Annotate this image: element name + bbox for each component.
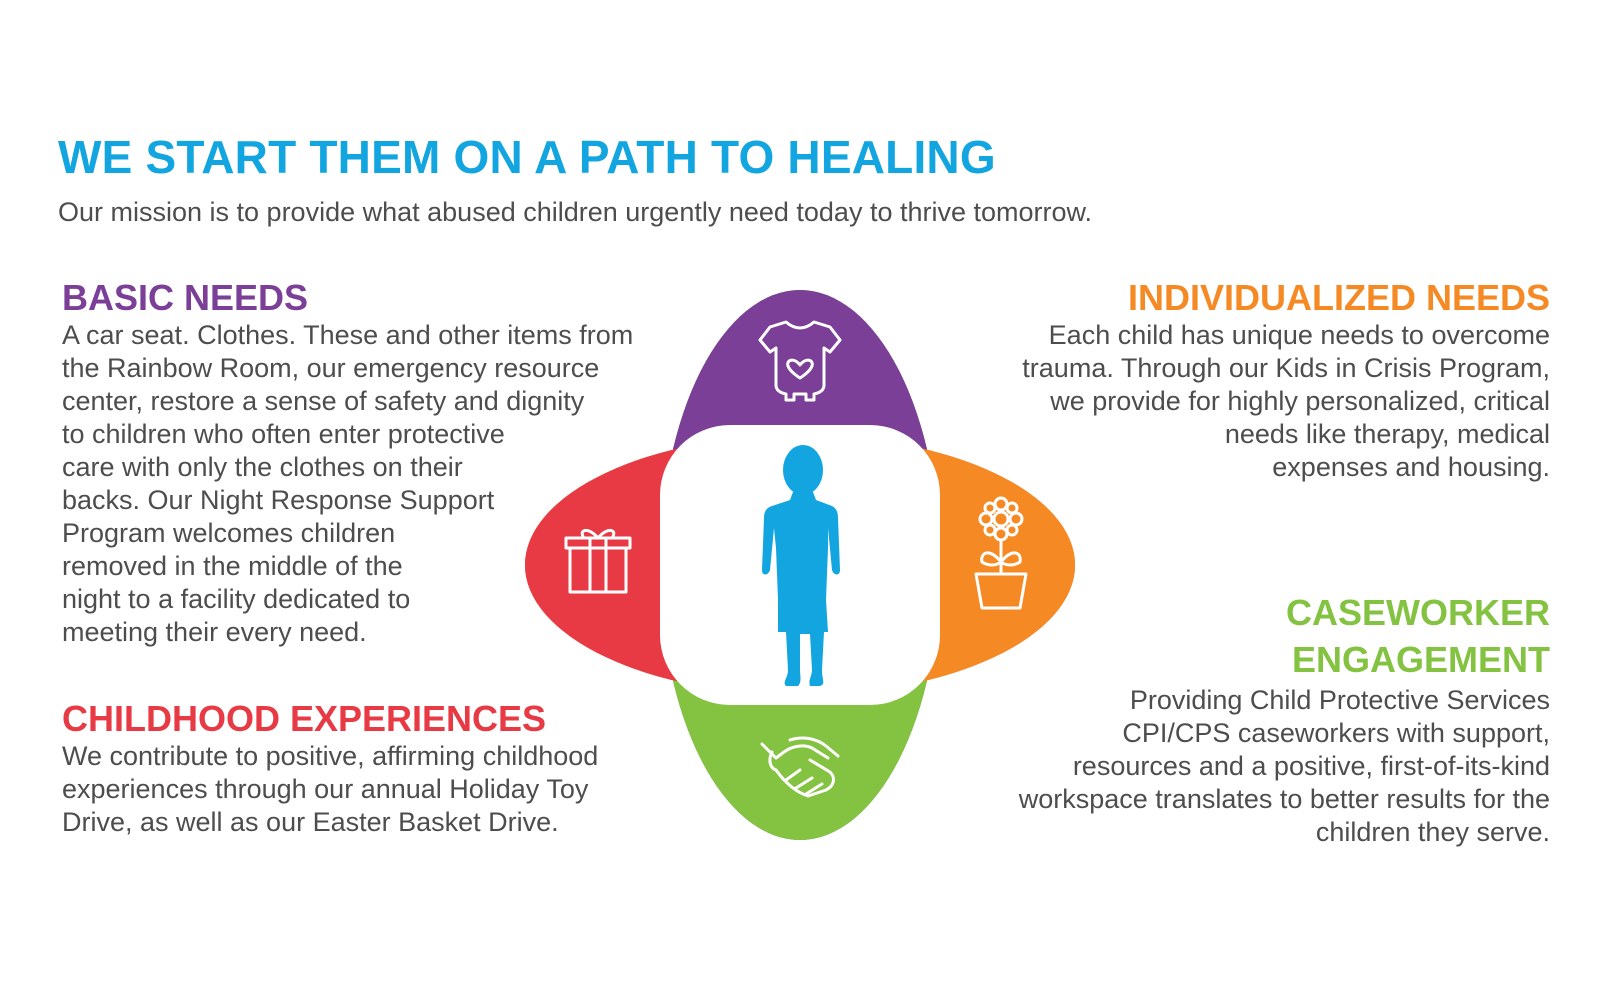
individualized-line: needs like therapy, medical — [1224, 419, 1550, 450]
childhood-line: We contribute to positive, affirming chi… — [62, 741, 599, 772]
mission-statement: Our mission is to provide what abused ch… — [58, 197, 1093, 227]
basic-needs-line: care with only the clothes on their — [62, 452, 463, 483]
basic-needs-line: A car seat. Clothes. These and other ite… — [62, 320, 634, 351]
individualized-line: trauma. Through our Kids in Crisis Progr… — [1022, 353, 1550, 384]
caseworker-line: children they serve. — [1315, 816, 1550, 847]
child-silhouette-icon — [762, 445, 840, 686]
basic-needs-line: the Rainbow Room, our emergency resource — [62, 353, 600, 384]
basic-needs-line: center, restore a sense of safety and di… — [62, 386, 585, 417]
individualized-needs-section: INDIVIDUALIZED NEEDS Each child has uniq… — [940, 276, 1550, 484]
basic-needs-line: to children who often enter protective — [62, 419, 505, 450]
caseworker-line: workspace translates to better results f… — [1018, 783, 1550, 814]
caseworker-title-line1: CASEWORKER — [1285, 592, 1550, 633]
individualized-line: expenses and housing. — [1272, 452, 1550, 483]
basic-needs-line: Program welcomes children — [62, 518, 396, 549]
onesie-heart-icon — [758, 320, 842, 402]
childhood-experiences-section: CHILDHOOD EXPERIENCES We contribute to p… — [62, 697, 702, 839]
basic-needs-line: night to a facility dedicated to — [62, 584, 411, 615]
caseworker-line: resources and a positive, first-of-its-k… — [1072, 750, 1550, 781]
basic-needs-line: removed in the middle of the — [62, 551, 403, 582]
basic-needs-section: BASIC NEEDS A car seat. Clothes. These a… — [62, 276, 702, 649]
helping-hands-icon — [760, 736, 840, 798]
gift-icon — [564, 529, 632, 594]
basic-needs-body: A car seat. Clothes. These and other ite… — [62, 319, 702, 649]
flower-pot-icon — [974, 496, 1028, 610]
childhood-line: Drive, as well as our Easter Basket Driv… — [62, 807, 559, 838]
individualized-needs-title: INDIVIDUALIZED NEEDS — [1127, 277, 1550, 318]
basic-needs-line: backs. Our Night Response Support — [62, 485, 495, 516]
individualized-line: we provide for highly personalized, crit… — [1050, 386, 1550, 417]
individualized-needs-body: Each child has unique needs to overcome … — [940, 319, 1550, 484]
caseworker-engagement-section: CASEWORKER ENGAGEMENT Providing Child Pr… — [940, 590, 1550, 849]
childhood-line: experiences through our annual Holiday T… — [62, 774, 589, 805]
childhood-experiences-body: We contribute to positive, affirming chi… — [62, 740, 702, 839]
individualized-line: Each child has unique needs to overcome — [1048, 320, 1550, 351]
caseworker-engagement-title: CASEWORKER ENGAGEMENT — [940, 590, 1550, 684]
caseworker-title-line2: ENGAGEMENT — [1291, 638, 1550, 680]
caseworker-line: Providing Child Protective Services — [1129, 684, 1550, 715]
basic-needs-title: BASIC NEEDS — [62, 277, 309, 318]
basic-needs-line: meeting their every need. — [62, 617, 367, 648]
caseworker-line: CPI/CPS caseworkers with support, — [1122, 717, 1550, 748]
page-title: WE START THEM ON A PATH TO HEALING — [58, 131, 996, 183]
childhood-experiences-title: CHILDHOOD EXPERIENCES — [62, 698, 547, 739]
caseworker-engagement-body: Providing Child Protective Services CPI/… — [940, 684, 1550, 849]
